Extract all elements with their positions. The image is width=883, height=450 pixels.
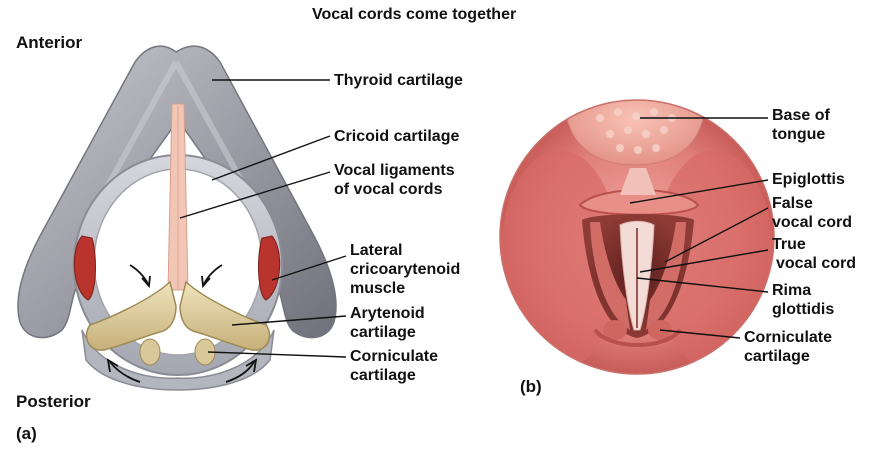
figure-title: Vocal cords come together <box>312 6 517 23</box>
label-arytenoid-line2: cartilage <box>350 324 416 341</box>
label-corniculate-b-line2: cartilage <box>744 348 810 365</box>
arytenoid-cartilage-right <box>179 280 271 351</box>
base-of-tongue <box>564 100 706 166</box>
leader-lines <box>179 79 769 358</box>
label-true-vocal-cord-line2: vocal cord <box>776 255 857 272</box>
movement-arrows <box>106 264 258 383</box>
arytenoid-cartilage-left <box>85 280 177 351</box>
label-corniculate-a-line1: Corniculate <box>350 348 439 365</box>
label-lateral-line3: muscle <box>350 280 406 297</box>
lateral-cricoarytenoid-muscle-right <box>258 235 281 301</box>
label-vocal-ligaments-line1: Vocal ligaments <box>334 162 455 179</box>
posterior-label: Posterior <box>16 392 91 411</box>
label-rima-glottidis-line2: glottidis <box>772 301 835 318</box>
anterior-label: Anterior <box>16 33 83 52</box>
lateral-cricoarytenoid-muscle-left <box>73 235 96 301</box>
label-false-vocal-cord-line2: vocal cord <box>772 214 853 231</box>
label-corniculate-a-line2: cartilage <box>350 367 416 384</box>
label-lateral-line1: Lateral <box>350 242 403 259</box>
label-base-of-tongue-line2: tongue <box>772 126 826 143</box>
label-corniculate-b-line1: Corniculate <box>744 329 833 346</box>
label-true-vocal-cord-line1: True <box>772 236 806 253</box>
label-thyroid-cartilage: Thyroid cartilage <box>334 72 463 89</box>
label-arytenoid-line1: Arytenoid <box>350 305 425 322</box>
panel-b-drawing <box>499 99 775 375</box>
panel-b-label: (b) <box>520 377 542 396</box>
label-lateral-line2: cricoarytenoid <box>350 261 461 278</box>
label-false-vocal-cord-line1: False <box>772 195 813 212</box>
false-vocal-cord <box>590 222 630 330</box>
label-vocal-ligaments-line2: of vocal cords <box>334 181 443 198</box>
panel-a-drawing <box>17 45 337 391</box>
label-base-of-tongue-line1: Base of <box>772 107 830 124</box>
corniculate-cartilage-left <box>139 338 161 366</box>
label-cricoid-cartilage: Cricoid cartilage <box>334 128 460 145</box>
panel-a-label: (a) <box>16 424 37 443</box>
label-rima-glottidis-line1: Rima <box>772 282 812 299</box>
label-epiglottis: Epiglottis <box>772 171 845 188</box>
